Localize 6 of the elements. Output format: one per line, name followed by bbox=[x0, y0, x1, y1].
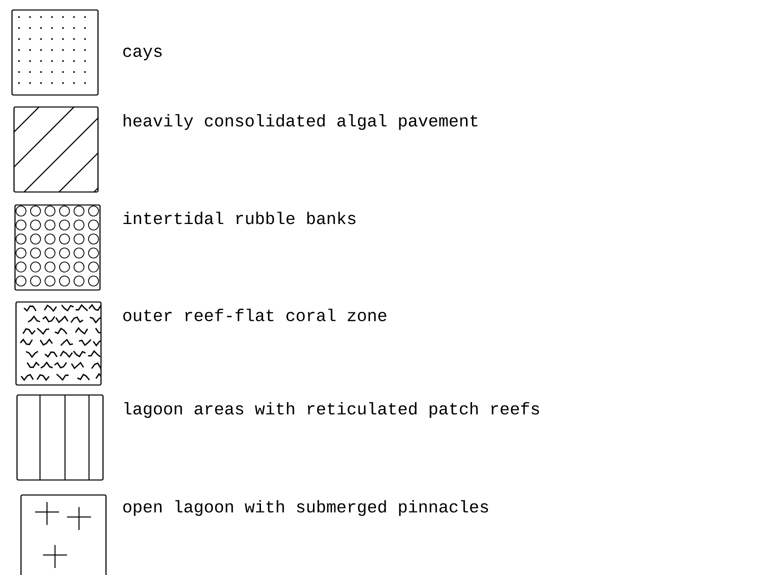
legend-label: outer reef-flat coral zone bbox=[123, 308, 386, 322]
legend-label: lagoon areas with reticulated patch reefs bbox=[124, 402, 539, 418]
legend-label: cays bbox=[123, 48, 162, 60]
legend-label: intertidal rubble banks bbox=[123, 212, 356, 224]
legend-label: open lagoon with submerged pinnacles bbox=[123, 500, 488, 516]
legend-label: heavily consolidated algal pavement bbox=[124, 114, 478, 130]
